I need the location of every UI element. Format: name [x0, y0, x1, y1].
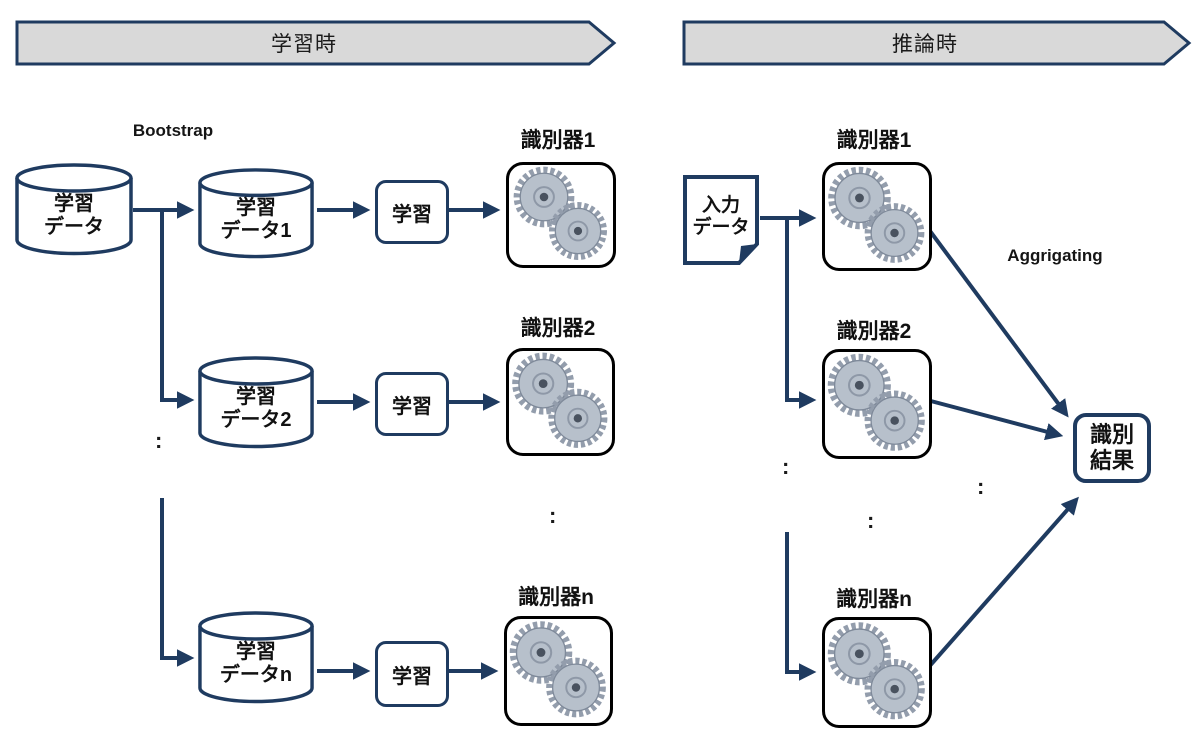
db-text-line: データ	[44, 215, 104, 238]
input-doc-label: 入力 データ	[682, 174, 760, 266]
arrow-clfn-to-result	[925, 496, 1079, 671]
banner-inference-label: 推論時	[892, 32, 958, 56]
classifier-box-training-n	[504, 616, 613, 726]
classifier-label-training-2: 識別器2	[520, 317, 596, 340]
arrow-trunk-to-clf2	[785, 218, 817, 409]
learn-box-2: 学習	[375, 372, 449, 436]
training-source-db: 学習 データ	[14, 162, 134, 257]
classifier-box-inference-1	[822, 162, 932, 271]
training-source-db-label: 学習 データ	[14, 174, 134, 257]
db-text-line: 学習	[54, 193, 94, 216]
db-text-line: 学習	[236, 386, 276, 409]
training-db-n: 学習 データn	[197, 610, 315, 705]
db-text-line: データ1	[220, 219, 292, 242]
result-box: 識別 結果	[1073, 413, 1151, 483]
result-text-line: 識別	[1089, 422, 1134, 448]
database-top-icon	[15, 163, 133, 193]
classifier-box-inference-n	[822, 617, 932, 728]
training-db-n-label: 学習 データn	[197, 622, 315, 705]
arrow-clf2-to-result	[926, 398, 1064, 441]
arrow-trunk-to-clfn	[785, 532, 817, 681]
database-icon	[15, 178, 133, 256]
bootstrap-label: Bootstrap	[132, 121, 214, 140]
database-icon	[198, 371, 314, 449]
ellipsis-dots-training-trunk: :	[155, 428, 163, 453]
gear-icon	[869, 207, 921, 259]
classifier-box-training-2	[506, 348, 615, 456]
doc-text-line: データ	[692, 217, 750, 238]
ellipsis-dots-inference-trunk: :	[782, 454, 790, 479]
learn-box-n: 学習	[375, 641, 449, 707]
aggregating-label: Aggrigating	[1007, 246, 1103, 265]
classifier-label-training-1: 識別器1	[520, 129, 596, 152]
learn-box-1: 学習	[375, 180, 449, 244]
doc-text-line: 入力	[701, 195, 740, 217]
ellipsis-dots-training-classifiers: :	[549, 503, 557, 528]
classifier-label-training-n: 識別器n	[518, 586, 594, 609]
banner-training: 学習時	[15, 20, 617, 66]
gear-icon	[550, 662, 602, 714]
database-top-icon	[198, 168, 314, 198]
classifier-label-inference-n: 識別器n	[836, 588, 912, 611]
classifier-box-inference-2	[822, 349, 932, 459]
db-text-line: データ2	[220, 408, 292, 431]
arrow-trunk-to-db2	[160, 210, 195, 409]
database-icon	[198, 182, 314, 259]
gear-icon	[868, 394, 920, 446]
database-top-icon	[198, 356, 314, 386]
training-db-1-label: 学習 データ1	[197, 179, 315, 260]
gear-icon	[553, 206, 603, 256]
document-fold-icon	[739, 244, 757, 263]
banner-training-shape	[15, 20, 617, 66]
result-text-line: 結果	[1089, 448, 1134, 473]
input-doc: 入力 データ	[682, 174, 760, 266]
classifier-label-inference-2: 識別器2	[836, 320, 912, 343]
ellipsis-dots-aggregating: :	[977, 474, 985, 499]
banner-inference: 推論時	[682, 20, 1192, 66]
arrow-trunk-to-dbn	[160, 498, 195, 667]
ellipsis-dots-inference-classifiers: :	[867, 508, 875, 533]
database-top-icon	[198, 611, 314, 641]
gear-icon	[552, 393, 603, 444]
db-text-line: 学習	[236, 641, 276, 664]
arrow-clf1-to-result	[925, 225, 1069, 418]
training-db-2: 学習 データ2	[197, 355, 315, 450]
training-db-2-label: 学習 データ2	[197, 367, 315, 450]
db-text-line: データn	[219, 663, 293, 686]
classifier-label-inference-1: 識別器1	[836, 129, 912, 152]
database-icon	[198, 626, 314, 704]
db-text-line: 学習	[236, 197, 276, 220]
training-db-1: 学習 データ1	[197, 167, 315, 260]
classifier-box-training-1	[506, 162, 616, 268]
gear-icon	[868, 663, 920, 715]
banner-training-label: 学習時	[271, 32, 337, 56]
banner-inference-shape	[682, 20, 1192, 66]
